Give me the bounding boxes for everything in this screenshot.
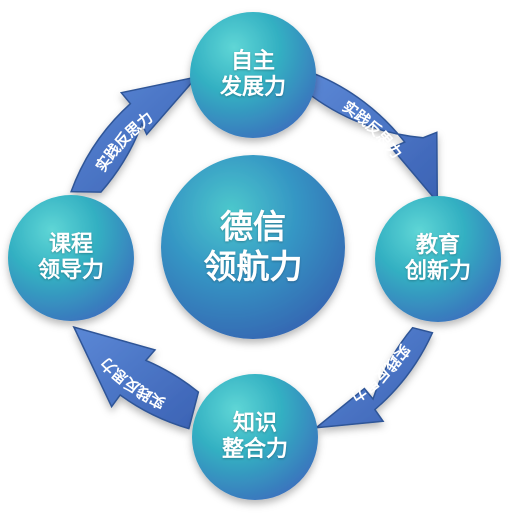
node-circle-top: [190, 12, 316, 138]
node-circle-bottom: [192, 374, 318, 500]
arrow-top-right-label: 实践反思力: [339, 97, 405, 162]
node-circle-right: [375, 196, 501, 322]
arrow-top-to-right: 实践反思力: [304, 72, 439, 204]
svg-text:实践反思力: 实践反思力: [339, 97, 405, 162]
center-circle: [161, 155, 345, 339]
node-circle-left: [8, 195, 134, 321]
arrow-right-to-bottom: 实践反思力: [313, 326, 434, 429]
arrow-left-to-top: 实践反思力: [70, 75, 199, 193]
arrow-bottom-to-left: 实践反思力: [72, 325, 200, 430]
